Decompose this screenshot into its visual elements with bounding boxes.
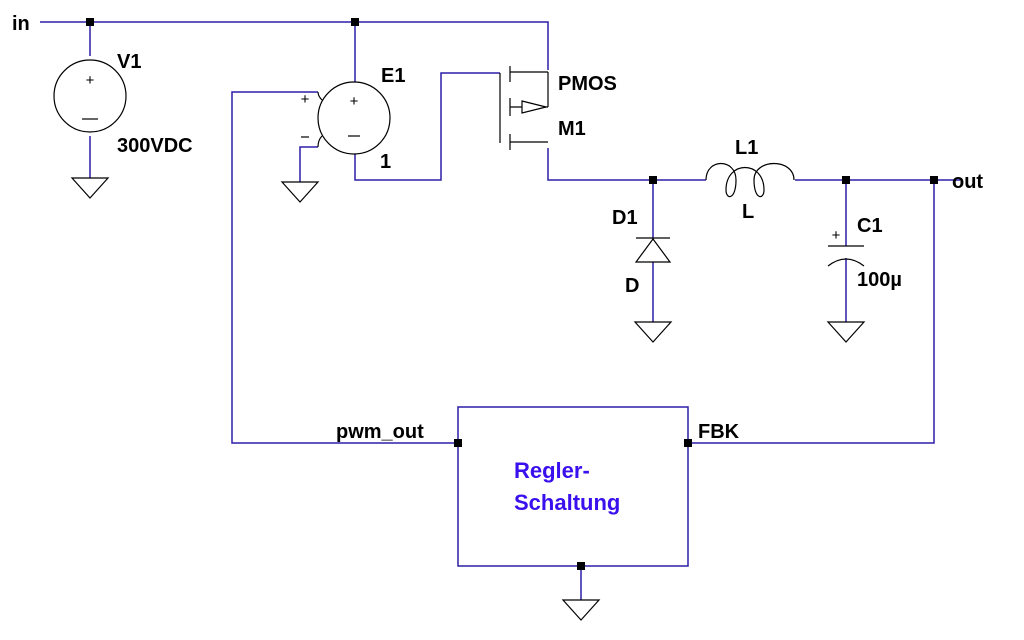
wires xyxy=(40,21,960,600)
node-fbk-pin xyxy=(684,439,692,447)
d1-value: D xyxy=(625,275,639,297)
labels: in out pwm_out FBK V1 300VDC E1 1 PMOS M… xyxy=(12,13,983,443)
c1-plus-sign: + xyxy=(832,227,841,244)
diode-d1[interactable] xyxy=(634,237,672,263)
regulator-label-line2: Schaltung xyxy=(514,490,620,515)
c1-name: C1 xyxy=(857,215,883,237)
m1-value: PMOS xyxy=(558,73,617,95)
ground-v1 xyxy=(70,177,110,199)
e1-name: E1 xyxy=(381,65,405,87)
wire-drain-switchnode xyxy=(547,148,706,181)
wire-e1-out-to-gate xyxy=(354,72,500,181)
wire-fbk xyxy=(688,180,935,444)
c1-value: 100µ xyxy=(857,269,902,291)
capacitor-c1[interactable]: + xyxy=(827,227,865,267)
pin-label-pwm-out: pwm_out xyxy=(336,421,424,443)
net-label-in: in xyxy=(12,13,30,35)
v1-plus-sign: + xyxy=(86,72,95,89)
d1-name: D1 xyxy=(612,207,638,229)
inductor-l1[interactable] xyxy=(705,162,795,198)
regulator-label-line1: Regler- xyxy=(514,458,590,483)
node-cap xyxy=(842,176,850,184)
ground-d1 xyxy=(633,321,673,343)
m1-name: M1 xyxy=(558,118,586,140)
l1-value: L xyxy=(742,201,754,223)
node-pwm-pin xyxy=(454,439,462,447)
node-gnd-pin xyxy=(577,562,585,570)
controlled-source-e1[interactable]: + + xyxy=(301,81,391,155)
l1-name: L1 xyxy=(735,137,758,159)
pmos-transistor-m1[interactable] xyxy=(499,66,549,150)
wire-pwm-feedback xyxy=(231,91,458,444)
voltage-source-v1[interactable]: + xyxy=(53,59,127,133)
nodes xyxy=(86,18,938,570)
net-label-out: out xyxy=(952,171,983,193)
node-out xyxy=(930,176,938,184)
wire-input-rail xyxy=(40,21,549,70)
e1-ctrl-plus-sign: + xyxy=(301,91,310,108)
node-v1-rail xyxy=(86,18,94,26)
ground-symbols xyxy=(70,177,866,621)
ground-regulator xyxy=(561,599,601,621)
e1-value: 1 xyxy=(380,151,391,173)
ground-c1 xyxy=(826,321,866,343)
ground-e1 xyxy=(280,181,320,203)
pin-label-fbk: FBK xyxy=(698,421,740,443)
v1-name: V1 xyxy=(117,51,141,73)
regulator-block[interactable]: Regler- Schaltung xyxy=(457,406,689,567)
e1-plus-sign: + xyxy=(350,93,359,110)
node-e1-rail xyxy=(351,18,359,26)
v1-value: 300VDC xyxy=(117,135,193,157)
wire-e1-ctrl-gnd xyxy=(299,146,318,182)
node-switch xyxy=(649,176,657,184)
